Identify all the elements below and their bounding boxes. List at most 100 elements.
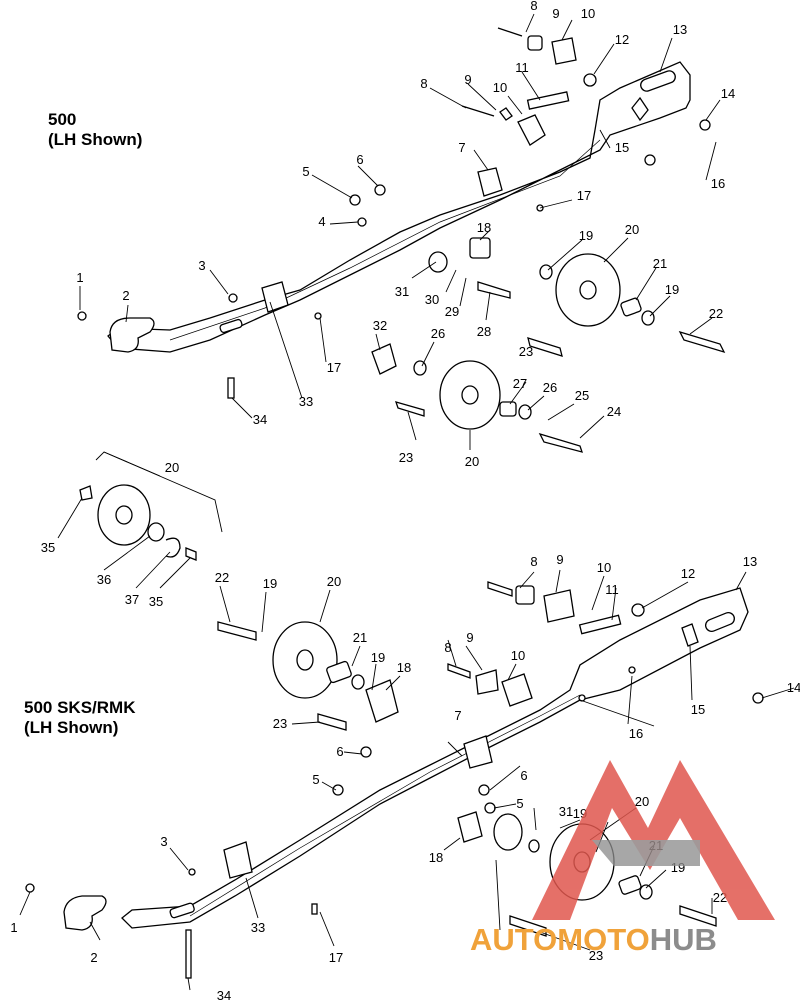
bottom-slide-rail (121, 587, 749, 929)
callout-number: 18 (397, 660, 411, 675)
callout-number: 7 (454, 708, 461, 723)
callout-number: 3 (198, 258, 205, 273)
callout-number: 24 (607, 404, 621, 419)
watermark-triangle-gray (592, 840, 700, 866)
callout-number: 10 (511, 648, 525, 663)
callout-number: 9 (552, 6, 559, 21)
callout-number: 35 (41, 540, 55, 555)
callout-number: 14 (721, 86, 735, 101)
callout-number: 9 (464, 72, 471, 87)
callout-number: 11 (515, 60, 529, 75)
callout-number: 26 (543, 380, 557, 395)
callout-number: 29 (445, 304, 459, 319)
watermark-brand-auto: AUTO (470, 922, 558, 957)
callout-number: 12 (681, 566, 695, 581)
wheel-detail-view (57, 451, 223, 589)
callout-number: 23 (589, 948, 603, 963)
callout-number: 1 (10, 920, 17, 935)
watermark-brand: AUTOMOTOHUB (470, 922, 717, 958)
callout-number: 11 (605, 582, 619, 597)
bottom-bracket-33 (223, 841, 253, 879)
callout-number: 26 (431, 326, 445, 341)
callout-number: 19 (371, 650, 385, 665)
callout-number: 33 (299, 394, 313, 409)
callout-number: 37 (125, 592, 139, 607)
callout-number: 1 (76, 270, 83, 285)
watermark-brand-hub: HUB (649, 922, 717, 957)
callout-number: 17 (577, 188, 591, 203)
callout-number: 20 (635, 794, 649, 809)
callout-number: 18 (429, 850, 443, 865)
callout-number: 17 (327, 360, 341, 375)
callout-number: 27 (513, 376, 527, 391)
top-title-side: (LH Shown) (48, 130, 143, 149)
callout-number: 17 (329, 950, 343, 965)
callout-number: 8 (420, 76, 427, 91)
bottom-title-side: (LH Shown) (24, 718, 119, 737)
callout-number: 5 (312, 772, 319, 787)
callout-number: 32 (373, 318, 387, 333)
callout-number: 20 (327, 574, 341, 589)
callout-number: 6 (520, 768, 527, 783)
callout-number: 14 (787, 680, 800, 695)
callout-number: 23 (399, 450, 413, 465)
watermark-logo (532, 760, 775, 920)
callout-number: 6 (356, 152, 363, 167)
callout-number: 2 (122, 288, 129, 303)
callout-number: 3 (160, 834, 167, 849)
callout-number: 19 (579, 228, 593, 243)
callout-number: 5 (302, 164, 309, 179)
callout-number: 23 (273, 716, 287, 731)
top-title-model: 500 (48, 110, 77, 129)
callout-number: 8 (530, 554, 537, 569)
callout-number: 21 (353, 630, 367, 645)
callout-number: 8 (530, 0, 537, 13)
callout-number: 15 (615, 140, 629, 155)
callout-number: 7 (458, 140, 465, 155)
callout-number: 22 (709, 306, 723, 321)
callout-number: 19 (665, 282, 679, 297)
callouts-detail: 20 35 36 37 35 (41, 460, 179, 609)
callout-number: 35 (149, 594, 163, 609)
callout-number: 10 (597, 560, 611, 575)
callout-number: 23 (519, 344, 533, 359)
callout-number: 34 (217, 988, 231, 1003)
callout-number: 9 (556, 552, 563, 567)
callout-number: 16 (629, 726, 643, 741)
callout-number: 20 (465, 454, 479, 469)
callout-number: 21 (653, 256, 667, 271)
callout-number: 13 (743, 554, 757, 569)
top-bracket-7 (477, 167, 503, 197)
callout-number: 18 (477, 220, 491, 235)
bottom-assembly-title: 500 SKS/RMK (LH Shown) (24, 698, 135, 738)
callout-number: 36 (97, 572, 111, 587)
callout-number: 28 (477, 324, 491, 339)
callout-number: 19 (263, 576, 277, 591)
watermark-brand-moto: MOTO (557, 922, 650, 957)
callout-number: 16 (711, 176, 725, 191)
bottom-bracket-7 (463, 735, 493, 769)
top-assembly (77, 13, 726, 453)
callout-number: 25 (575, 388, 589, 403)
callout-number: 30 (425, 292, 439, 307)
callout-number: 13 (673, 22, 687, 37)
callout-number: 31 (395, 284, 409, 299)
callout-number: 31 (559, 804, 573, 819)
top-assembly-title: 500 (LH Shown) (48, 110, 142, 150)
callout-number: 4 (318, 214, 325, 229)
callout-number: 12 (615, 32, 629, 47)
callout-number: 10 (581, 6, 595, 21)
bottom-tip-2 (63, 895, 107, 931)
callout-number: 33 (251, 920, 265, 935)
callout-number: 20 (625, 222, 639, 237)
callout-number: 34 (253, 412, 267, 427)
callout-number: 2 (90, 950, 97, 965)
callout-number: 20 (165, 460, 179, 475)
callout-number: 8 (444, 640, 451, 655)
callout-number: 10 (493, 80, 507, 95)
callout-number: 15 (691, 702, 705, 717)
callout-number: 22 (215, 570, 229, 585)
